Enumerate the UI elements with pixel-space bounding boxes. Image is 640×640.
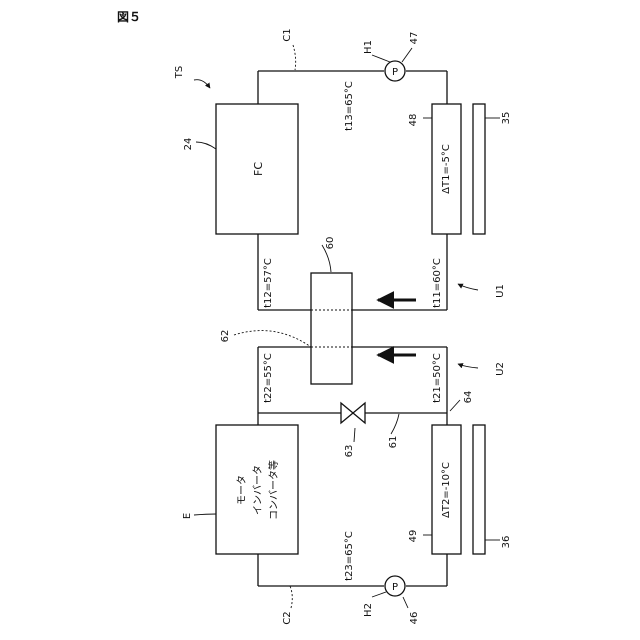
fan-plate-36 bbox=[473, 425, 485, 554]
e-label: E bbox=[182, 513, 193, 519]
c1-label: C1 bbox=[282, 28, 293, 41]
ref-35-label: 35 bbox=[501, 112, 512, 125]
ref-36-label: 36 bbox=[501, 536, 512, 549]
ts-label: TS bbox=[174, 66, 185, 79]
delta-t1-label: ΔT1=-5°C bbox=[441, 144, 452, 194]
u2-label: U2 bbox=[495, 362, 506, 376]
ref-49-label: 49 bbox=[408, 530, 419, 543]
ref-61-label: 61 bbox=[388, 436, 399, 449]
t13-label: t13=65°C bbox=[344, 81, 355, 131]
t21-label: t21=50°C bbox=[432, 353, 443, 403]
ref-62-label: 62 bbox=[220, 330, 231, 343]
converter-label: コンバータ等 bbox=[267, 460, 280, 520]
u1-label: U1 bbox=[495, 284, 506, 298]
h1-label: H1 bbox=[363, 40, 374, 54]
ref-60-label: 60 bbox=[325, 237, 336, 250]
motor-label: モータ bbox=[236, 475, 248, 505]
fuel-cell-label: FC bbox=[252, 162, 265, 176]
ref-46-label: 46 bbox=[409, 612, 420, 625]
t11-label: t11=60°C bbox=[432, 258, 443, 308]
fan-plate-35 bbox=[473, 104, 485, 234]
ref-24-label: 24 bbox=[183, 138, 194, 151]
ref-47-label: 47 bbox=[409, 32, 420, 45]
ref-64-label: 64 bbox=[463, 391, 474, 404]
delta-t2-label: ΔT2=-10°C bbox=[441, 462, 452, 518]
inverter-label: インバータ bbox=[252, 465, 264, 515]
ref-48-label: 48 bbox=[408, 114, 419, 127]
t23-label: t23=65°C bbox=[344, 531, 355, 581]
valve-63-icon bbox=[341, 403, 365, 423]
pump-47-symbol: P bbox=[392, 67, 398, 78]
t22-label: t22=55°C bbox=[263, 353, 274, 403]
ref-63-label: 63 bbox=[344, 445, 355, 458]
intermediate-exchanger-60 bbox=[311, 273, 352, 384]
h2-label: H2 bbox=[363, 603, 374, 617]
pump-46-symbol: P bbox=[392, 582, 398, 593]
c2-label: C2 bbox=[282, 611, 293, 624]
t12-label: t12=57°C bbox=[263, 258, 274, 308]
